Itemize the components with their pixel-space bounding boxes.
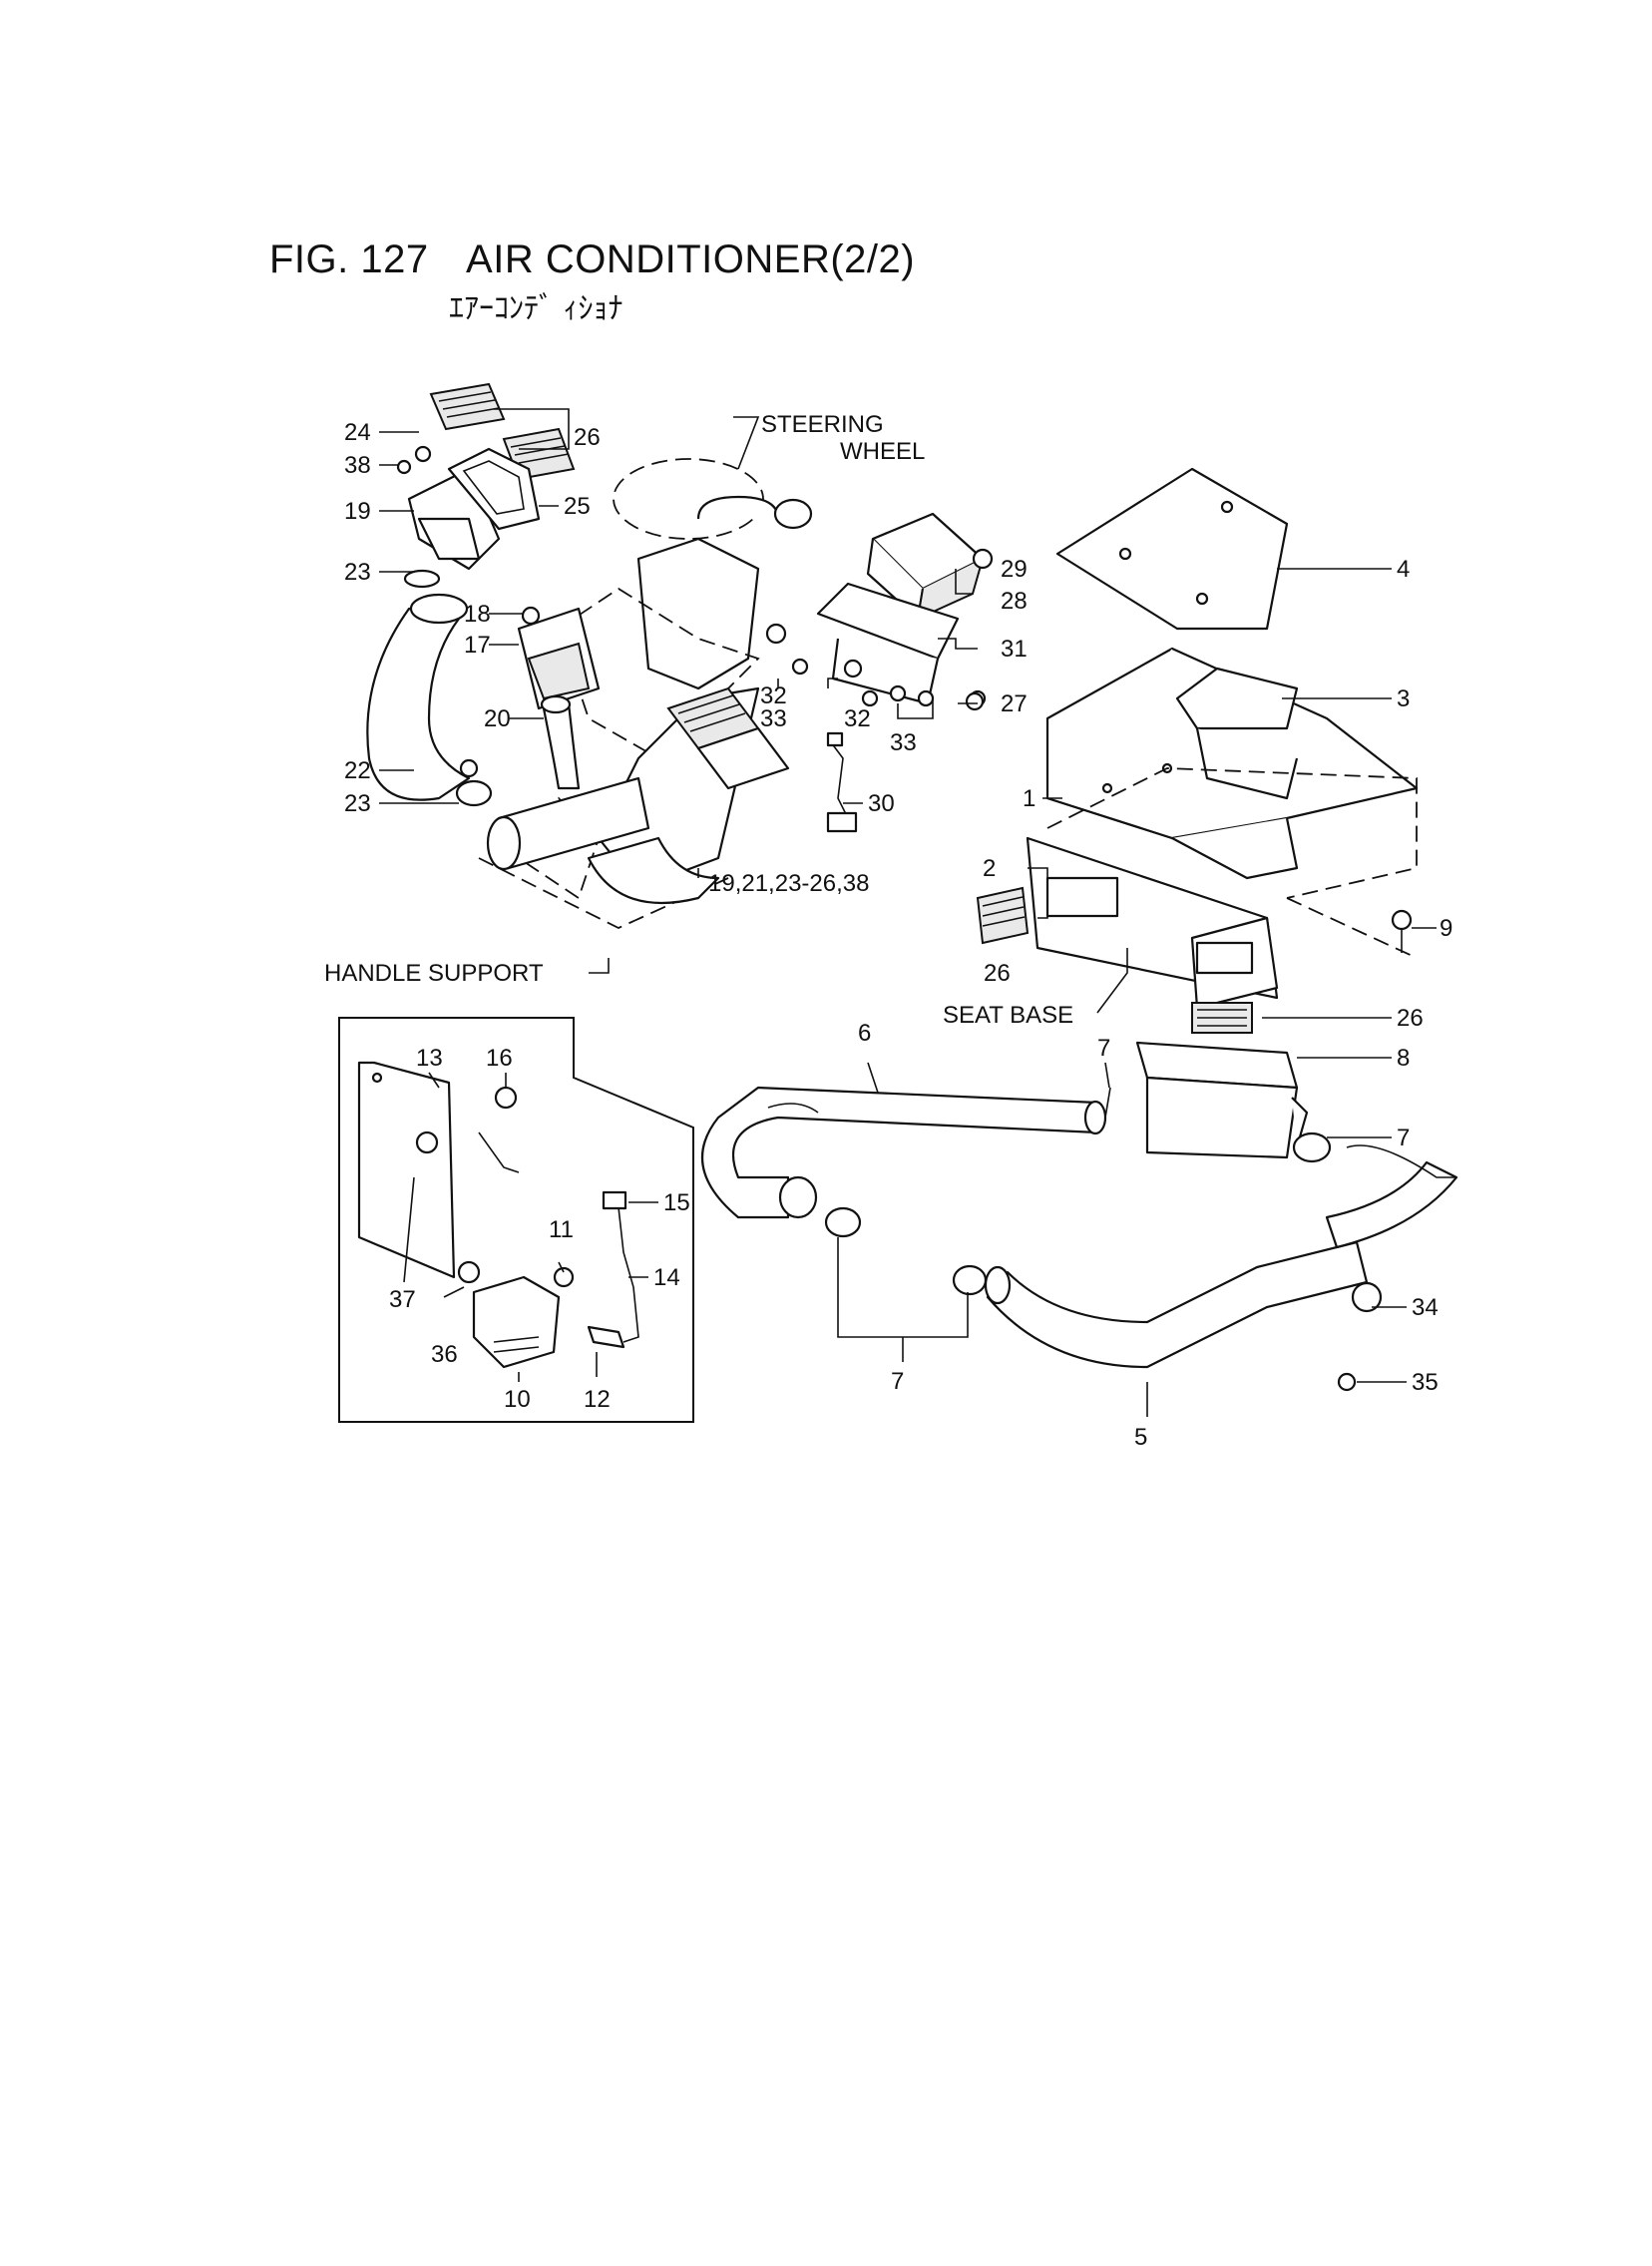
callout-9: 9	[1440, 915, 1452, 942]
hose-5	[984, 1144, 1458, 1369]
hose-clamps	[403, 569, 493, 807]
bolt-35	[1337, 1372, 1357, 1392]
callouts: 24 38 26 25 19 23 18 17 20 22 23 32 33 3…	[344, 419, 1452, 1451]
callout-35: 35	[1412, 1369, 1439, 1396]
callout-7-right: 7	[1397, 1125, 1410, 1151]
right-vent-louver	[666, 686, 790, 790]
callout-26-upper: 26	[574, 424, 601, 451]
figure-title-row: FIG. 127 AIR CONDITIONER(2/2)	[269, 237, 915, 282]
callout-1: 1	[1023, 785, 1035, 812]
captions: STEERING WHEEL 19,21,23-26,38 HANDLE SUP…	[324, 411, 1073, 1029]
bolt-29	[972, 548, 994, 570]
callout-2: 2	[983, 855, 996, 882]
hose-6	[700, 1086, 1107, 1219]
callout-11: 11	[549, 1216, 574, 1243]
callout-13: 13	[416, 1045, 443, 1072]
vent-louver-26-side	[976, 886, 1030, 945]
callout-33-left: 33	[760, 705, 787, 732]
caption-group-ref: 19,21,23-26,38	[708, 870, 869, 897]
harness-30	[826, 731, 858, 833]
callout-26-bottom: 26	[1397, 1005, 1424, 1032]
callout-23-lower: 23	[344, 790, 371, 817]
callout-15: 15	[663, 1189, 690, 1216]
callout-19: 19	[344, 498, 371, 525]
callout-10: 10	[504, 1386, 531, 1413]
figure-subtitle: ｴｱｰｺﾝﾃﾞ ｨｼｮﾅ	[449, 291, 623, 326]
steering-wheel-outline	[613, 458, 813, 540]
leader-lines	[379, 408, 1437, 1417]
callout-36: 36	[431, 1341, 458, 1368]
bracket-3	[1175, 667, 1299, 800]
callout-3: 3	[1397, 685, 1410, 712]
vent-duct-17	[517, 607, 601, 710]
seat-base-outline-dashed	[1046, 767, 1418, 959]
distribution-box-8	[1135, 1041, 1309, 1159]
callout-34: 34	[1412, 1294, 1439, 1321]
callout-7-top: 7	[1097, 1035, 1110, 1062]
vent-frame-25	[447, 447, 541, 531]
hose-22	[366, 593, 471, 801]
hose-20	[540, 694, 581, 790]
bracket-31	[816, 582, 960, 705]
callout-27: 27	[1001, 690, 1028, 717]
bolt-27	[965, 691, 985, 711]
lower-duct-pipe	[486, 776, 720, 905]
callout-30: 30	[868, 790, 895, 817]
figure-number: FIG. 127	[269, 237, 429, 281]
caption-seat-base: SEAT BASE	[943, 1002, 1073, 1029]
callout-17: 17	[464, 632, 491, 659]
cover-plate-4	[1055, 467, 1289, 631]
callout-16: 16	[486, 1045, 513, 1072]
thermostat-10	[472, 1275, 561, 1369]
callout-4: 4	[1397, 556, 1410, 583]
bolt-9	[1391, 909, 1413, 953]
callout-20: 20	[484, 705, 511, 732]
callout-37: 37	[389, 1286, 416, 1313]
callout-14: 14	[653, 1264, 680, 1291]
callout-29: 29	[1001, 556, 1028, 583]
callout-12: 12	[584, 1386, 611, 1413]
vent-louver-26-bottom	[1191, 1002, 1253, 1034]
callout-32-left: 32	[760, 682, 787, 709]
callout-18: 18	[464, 601, 491, 628]
sensor-12-14-15	[587, 1190, 639, 1349]
callout-24: 24	[344, 419, 371, 446]
callout-32-right: 32	[844, 705, 871, 732]
callout-23-upper: 23	[344, 559, 371, 586]
figure-title: AIR CONDITIONER(2/2)	[466, 237, 916, 281]
screws-18-24-38	[396, 445, 541, 626]
caption-handle-support: HANDLE SUPPORT	[324, 960, 544, 987]
caption-steering: STEERING	[761, 411, 884, 438]
callout-7-bottom: 7	[891, 1368, 904, 1395]
callout-38: 38	[344, 452, 371, 479]
caption-wheel: WHEEL	[840, 438, 925, 465]
clamps-7-34	[824, 1087, 1383, 1313]
callout-5: 5	[1134, 1424, 1147, 1451]
duct-box-2	[1026, 836, 1279, 1010]
callout-6: 6	[858, 1020, 871, 1047]
callout-22: 22	[344, 757, 371, 784]
callout-33-right: 33	[890, 729, 917, 756]
callout-26-side: 26	[984, 960, 1011, 987]
thermostat-bracket-13	[357, 1061, 456, 1279]
callout-28: 28	[1001, 588, 1028, 615]
callout-25: 25	[564, 493, 591, 520]
callout-8: 8	[1397, 1045, 1410, 1072]
inset-box	[338, 1017, 694, 1423]
callout-31: 31	[1001, 636, 1028, 663]
